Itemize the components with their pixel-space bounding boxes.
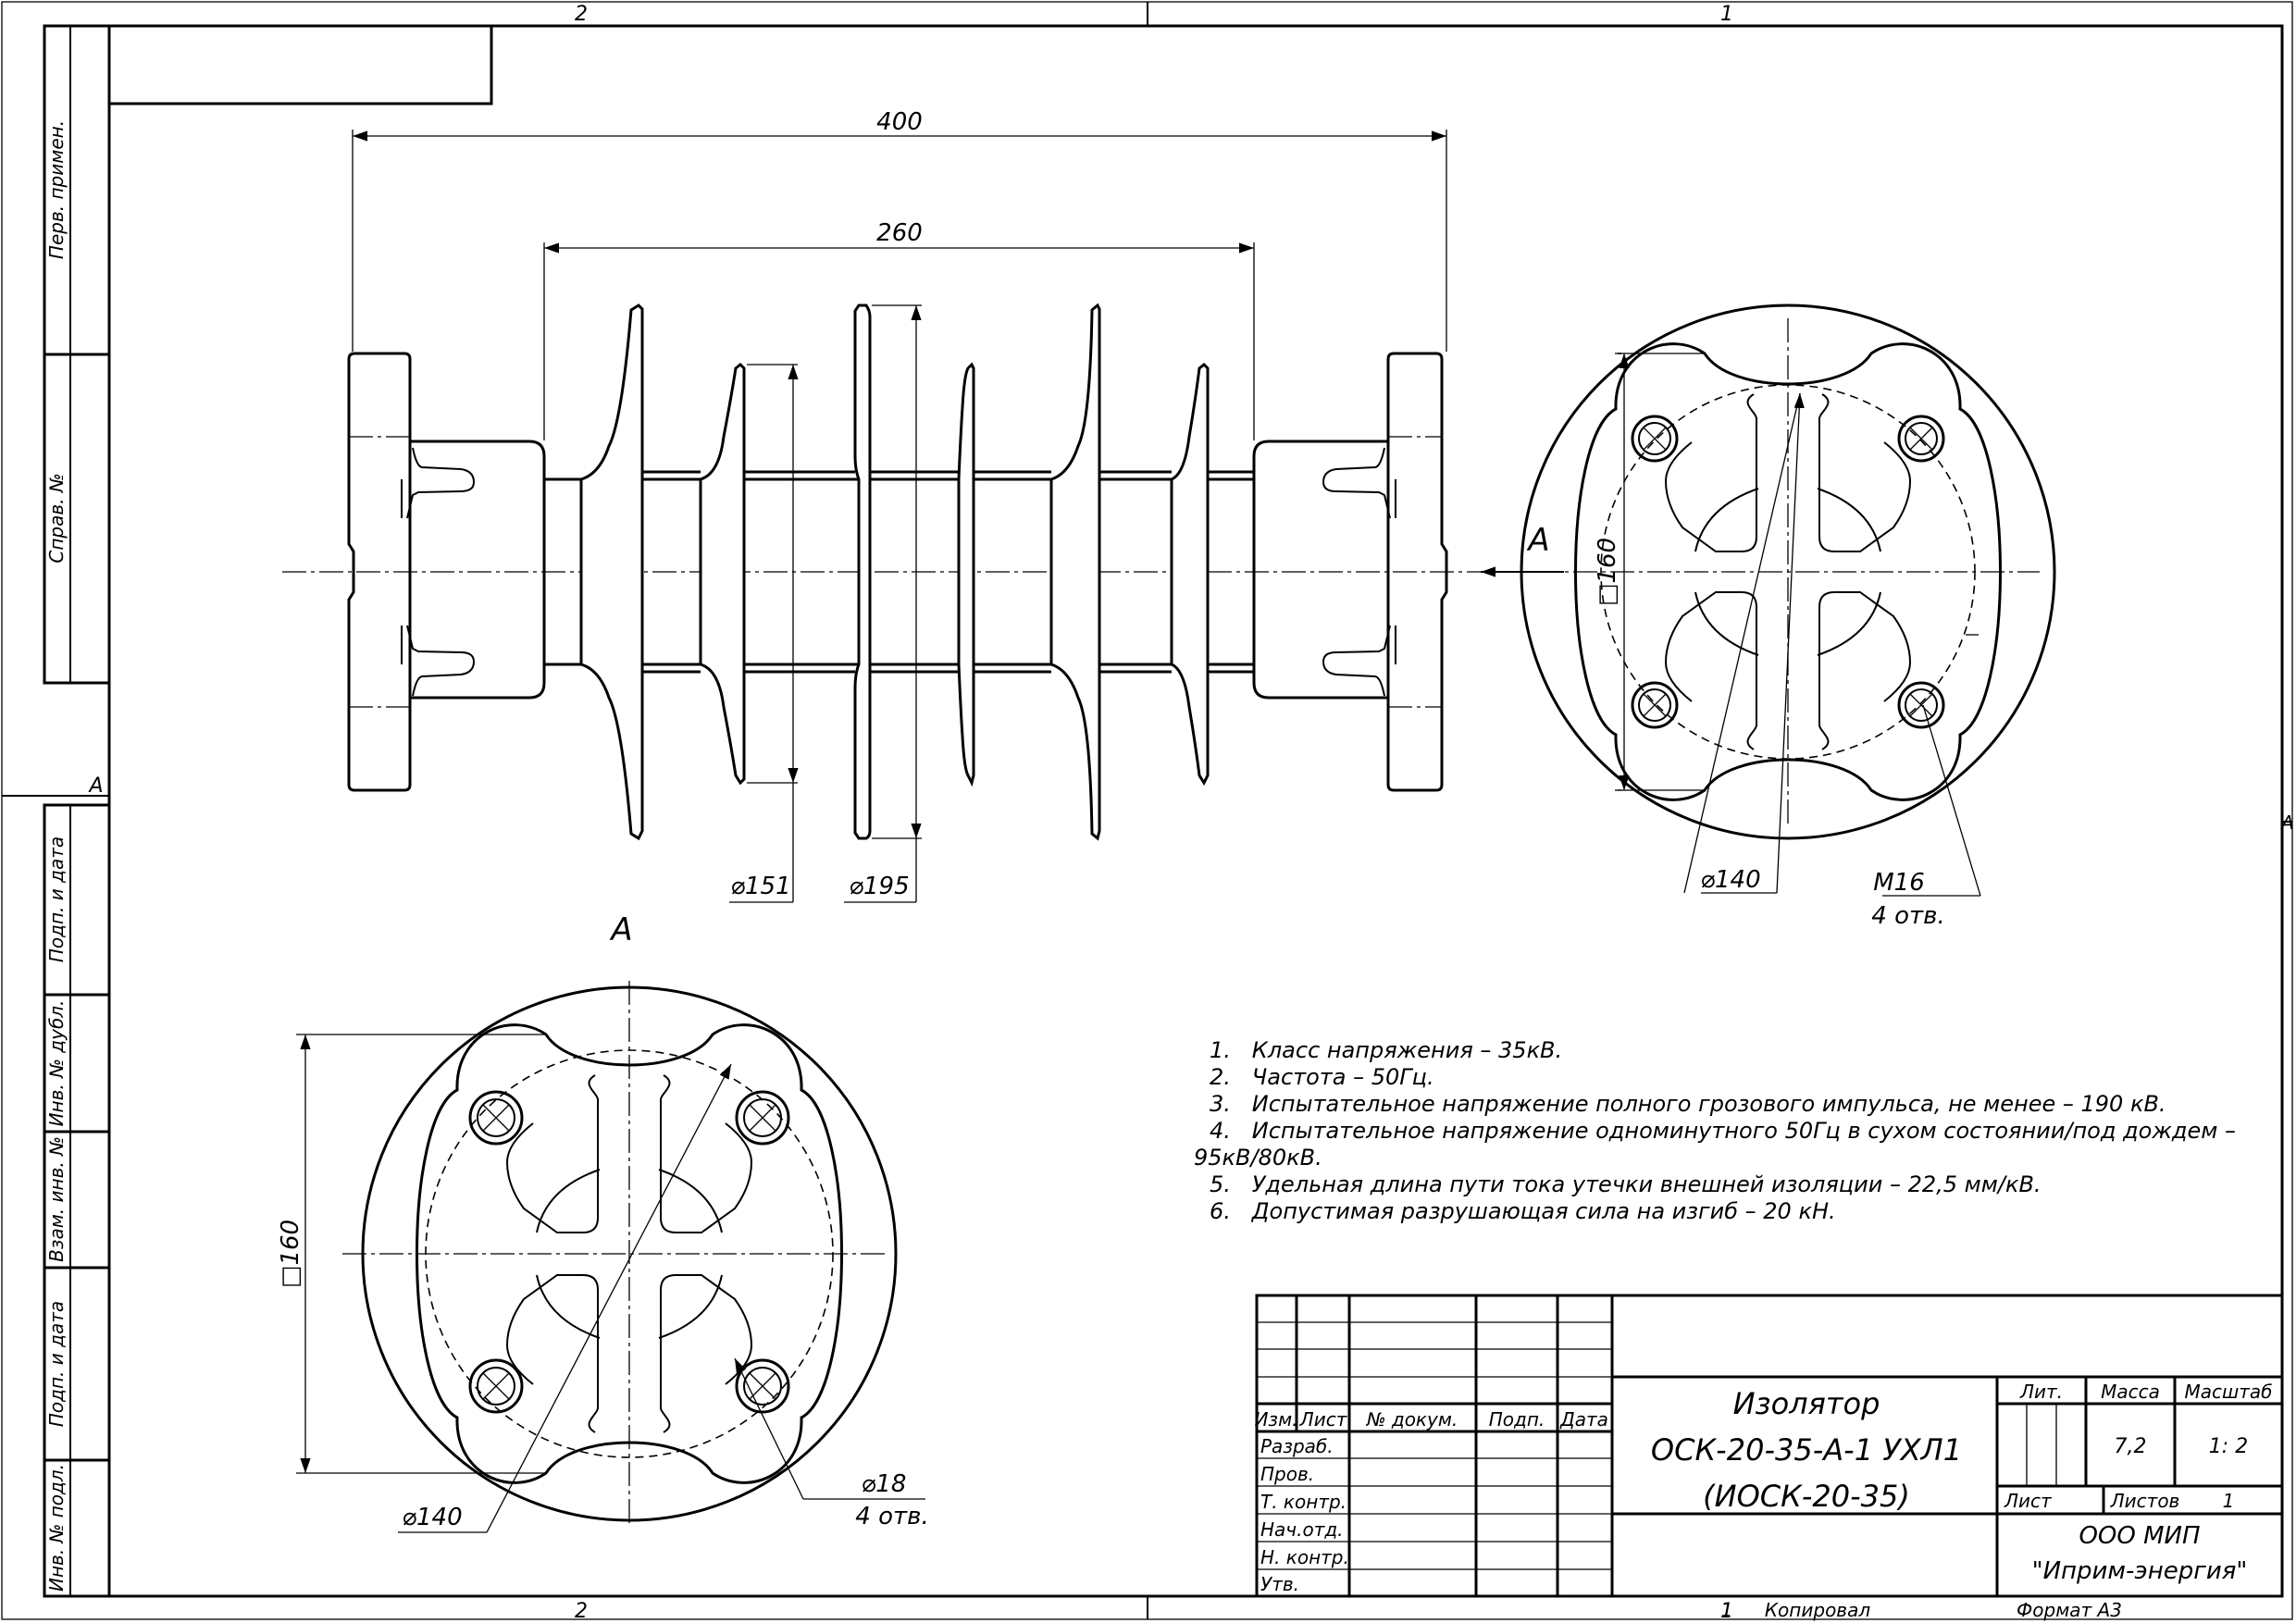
dim-shed-small-diameter: ⌀151 <box>730 873 790 900</box>
dim-overall-length: 400 <box>876 108 923 136</box>
tb-sheet-label: Лист <box>2004 1490 2053 1512</box>
tb-scale-value: 1: 2 <box>2209 1435 2248 1458</box>
tb-org-line-1: ООО МИП <box>2079 1522 2200 1550</box>
flange-view-right <box>1520 304 2056 897</box>
dim-body-length: 260 <box>876 219 923 247</box>
tb-title-line-3: (ИОСК-20-35) <box>1703 1479 1910 1514</box>
mount-hole <box>468 1090 524 1146</box>
right-fitting-slot-top <box>1322 447 1396 519</box>
format-label: Формат А3 <box>2017 1599 2122 1621</box>
dim-bolt-circle-a: ⌀140 <box>402 1504 462 1531</box>
mount-hole <box>468 1358 524 1414</box>
shed-small-2 <box>957 362 975 787</box>
right-flange <box>1386 352 1448 792</box>
tb-title-line-2: ОСК-20-35-А-1 УХЛ1 <box>1651 1432 1962 1468</box>
side-label-vzam-inv: Взам. инв. № <box>45 1136 68 1262</box>
tb-title-line-1: Изолятор <box>1733 1386 1880 1421</box>
dim-hole-diameter: ⌀18 <box>862 1470 907 1498</box>
shed-large-2 <box>853 304 872 840</box>
tb-role-t-kontr: Т. контр. <box>1260 1491 1347 1513</box>
tb-header-izm: Изм. <box>1254 1408 1297 1431</box>
side-label-podp-data-2: Подп. и дата <box>45 1301 68 1427</box>
dim-thread-size: M16 <box>1873 869 1925 897</box>
right-fitting-slot-bottom <box>1322 625 1396 697</box>
view-a-arrow-label: A <box>1526 522 1549 559</box>
side-label-podp-data-1: Подп. и дата <box>45 836 68 962</box>
dim-flange-square-a: □160 <box>277 1220 304 1288</box>
shed-large-3 <box>1049 303 1101 841</box>
bolt-hole <box>1897 681 1945 729</box>
dim-hole-count: 4 отв. <box>855 1503 928 1530</box>
dim-flange-square-right: □160 <box>1594 538 1621 606</box>
left-fitting-slot-top <box>401 447 476 519</box>
bolt-hole <box>1631 415 1679 463</box>
tb-header-data: Дата <box>1559 1408 1608 1431</box>
zone-label-left-side: A <box>87 774 103 798</box>
note-4: 4. Испытательное напряжение одноминутног… <box>1210 1118 2236 1144</box>
zone-label-bottom-left: 2 <box>575 1600 588 1623</box>
zone-label-right-side: A <box>2279 812 2294 834</box>
zone-label-top-right: 1 <box>1720 3 1733 26</box>
left-strip-upper <box>43 24 111 685</box>
zone-label-top-left: 2 <box>575 3 588 26</box>
side-label-perv-primen: Перв. примен. <box>45 120 68 259</box>
right-fitting <box>1252 440 1388 700</box>
left-flange <box>347 352 412 792</box>
left-fitting-slot-bottom <box>401 625 476 697</box>
tb-header-podp: Подп. <box>1489 1408 1545 1431</box>
tb-mass-label: Масса <box>2101 1381 2160 1403</box>
tb-role-utv: Утв. <box>1260 1573 1299 1595</box>
note-2: 2. Частота – 50Гц. <box>1210 1064 1434 1090</box>
side-label-inv-podl: Инв. № подл. <box>45 1464 68 1592</box>
dim-shed-large-diameter: ⌀195 <box>849 873 909 900</box>
tb-header-doc-no: № докум. <box>1366 1408 1458 1431</box>
tb-header-list: Лист <box>1299 1408 1348 1431</box>
note-5: 5. Удельная длина пути тока утечки внешн… <box>1210 1171 2042 1197</box>
copied-number: 1 <box>1721 1599 1733 1621</box>
zone-label-bottom-right: 1 <box>1720 1600 1733 1623</box>
tb-role-nach-otd: Нач.отд. <box>1260 1518 1344 1541</box>
side-label-inv-dubl: Инв. № дубл. <box>45 1000 68 1127</box>
side-label-sprav-no: Справ. № <box>45 473 68 563</box>
shed-small-3 <box>1170 362 1210 787</box>
dim-bolt-circle-right: ⌀140 <box>1700 866 1760 894</box>
copied-label: Копировал <box>1765 1599 1870 1621</box>
bolt-hole <box>1897 415 1945 463</box>
flange-view-a <box>296 981 925 1533</box>
note-6: 6. Допустимая разрушающая сила на изгиб … <box>1210 1198 1836 1224</box>
note-3: 3. Испытательное напряжение полного гроз… <box>1210 1091 2166 1117</box>
left-fitting <box>410 440 546 700</box>
mount-hole <box>735 1090 790 1146</box>
note-1: 1. Класс напряжения – 35кВ. <box>1210 1037 1562 1063</box>
tb-sheets-label: Листов <box>2110 1490 2180 1512</box>
technical-notes: 1. Класс напряжения – 35кВ. 2. Частота –… <box>1194 1037 2236 1224</box>
title-block <box>1255 1294 2284 1598</box>
tb-sheets-value: 1 <box>2223 1490 2235 1512</box>
shed-large-1 <box>579 304 644 841</box>
view-a-title: A <box>609 911 632 948</box>
tb-lit-label: Лит. <box>2019 1381 2063 1403</box>
tb-scale-label: Масштаб <box>2184 1381 2272 1403</box>
left-strip-lower <box>43 803 111 1598</box>
tb-role-prov: Пров. <box>1260 1463 1314 1485</box>
tb-role-n-kontr: Н. контр. <box>1260 1546 1349 1568</box>
tb-role-razrab: Разраб. <box>1260 1435 1334 1457</box>
shed-small-1 <box>699 362 746 786</box>
bolt-hole <box>1631 681 1679 729</box>
tb-mass-value: 7,2 <box>2115 1435 2147 1458</box>
note-4-continuation: 95кВ/80кВ. <box>1194 1145 1322 1171</box>
insulator-front-view <box>282 130 1564 903</box>
mount-hole <box>735 1358 790 1414</box>
dim-thread-holes: 4 отв. <box>1871 902 1944 930</box>
tb-org-line-2: "Иприм-энергия" <box>2032 1557 2248 1585</box>
